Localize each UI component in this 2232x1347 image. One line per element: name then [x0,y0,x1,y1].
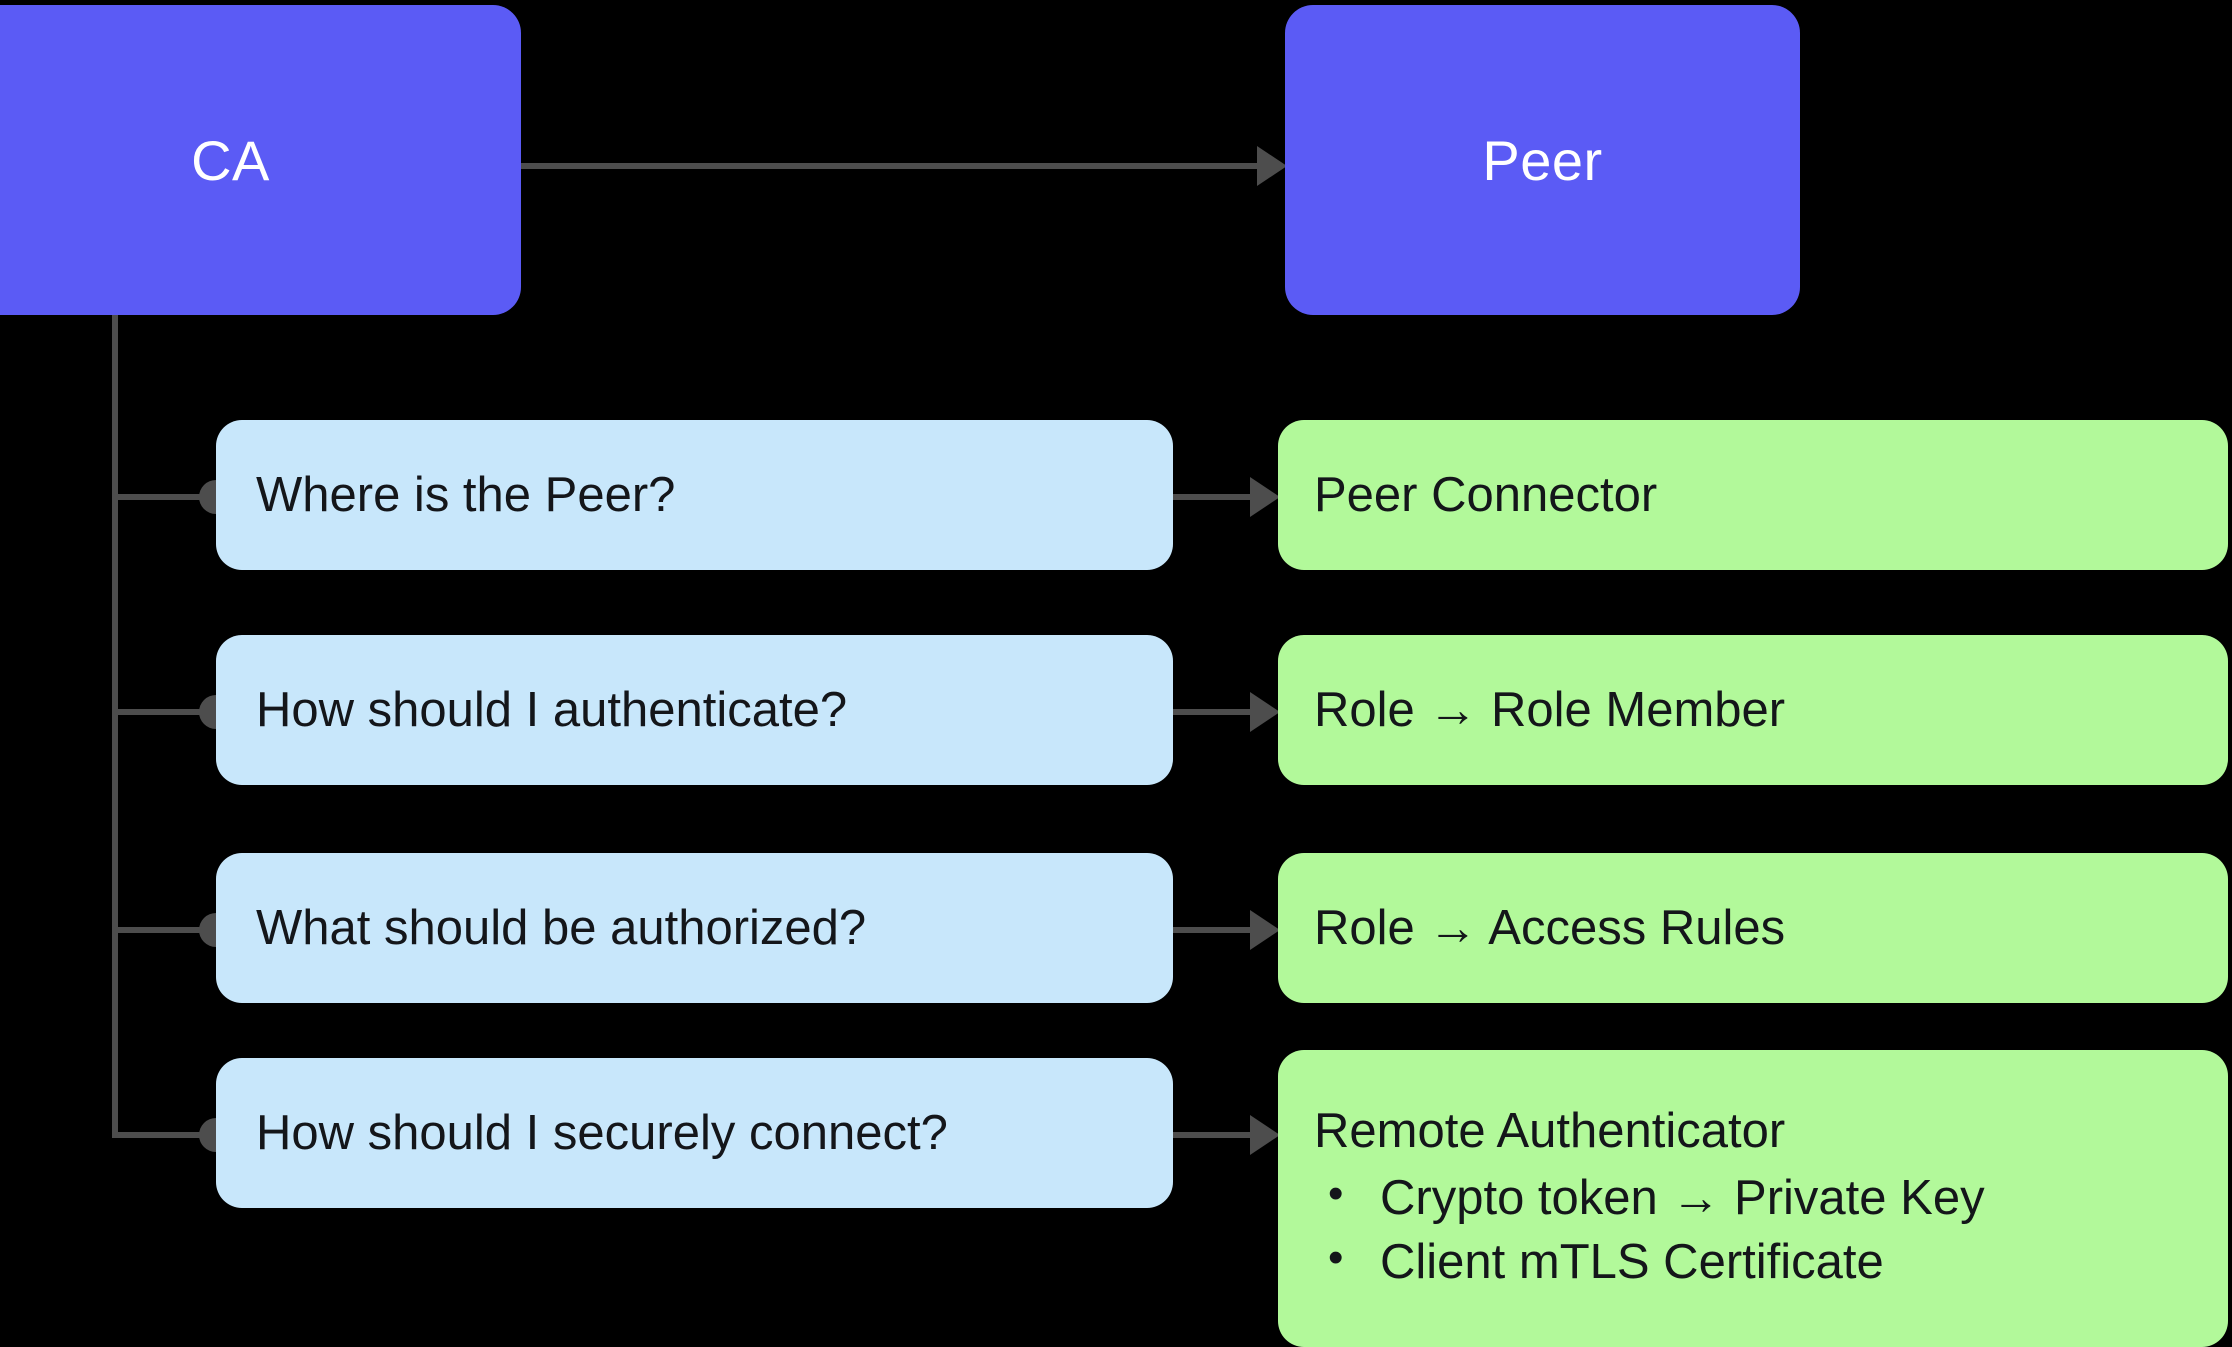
ca-branch-trunk [112,315,118,1135]
answer-stack-2: Role → Role Member [1314,683,2228,738]
branch-line-1 [112,494,217,500]
question-to-answer-arrowhead-3 [1250,910,1280,950]
question-to-answer-line-2 [1173,709,1261,715]
question-box-1[interactable]: Where is the Peer? [216,420,1173,570]
answer-box-3[interactable]: Role → Access Rules [1278,853,2228,1003]
answer-heading-4: Remote Authenticator [1314,1104,1786,1159]
answer-bullet-item: Client mTLS Certificate [1314,1231,2228,1293]
question-to-answer-line-3 [1173,927,1261,933]
question-to-answer-arrowhead-1 [1250,477,1280,517]
node-ca[interactable]: CA [0,5,521,315]
answer-stack-4: Remote Authenticator Crypto token → Priv… [1314,1104,2228,1292]
question-to-answer-line-4 [1173,1132,1261,1138]
branch-line-2 [112,709,217,715]
answer-bullet-item: Crypto token → Private Key [1314,1167,2228,1229]
node-ca-label: CA [191,128,270,192]
question-label-1: Where is the Peer? [256,468,676,522]
question-to-answer-arrowhead-2 [1250,692,1280,732]
answer-heading-1: Peer Connector [1314,467,1658,522]
question-label-4: How should I securely connect? [256,1106,948,1160]
answer-box-4[interactable]: Remote Authenticator Crypto token → Priv… [1278,1050,2228,1347]
answer-heading-3: Role → Access Rules [1314,900,1786,955]
answer-box-1[interactable]: Peer Connector [1278,420,2228,570]
answer-stack-1: Peer Connector [1314,468,2228,523]
ca-to-peer-arrowhead [1257,146,1287,186]
question-label-2: How should I authenticate? [256,683,848,737]
question-box-3[interactable]: What should be authorized? [216,853,1173,1003]
question-label-3: What should be authorized? [256,901,867,955]
question-box-2[interactable]: How should I authenticate? [216,635,1173,785]
answer-bullet-list-4: Crypto token → Private Key Client mTLS C… [1314,1165,2228,1293]
answer-heading-2: Role → Role Member [1314,682,1786,737]
node-peer-label: Peer [1482,128,1603,192]
question-box-4[interactable]: How should I securely connect? [216,1058,1173,1208]
branch-line-4 [112,1132,217,1138]
answer-stack-3: Role → Access Rules [1314,901,2228,956]
ca-to-peer-line [521,163,1261,169]
question-to-answer-arrowhead-4 [1250,1115,1280,1155]
node-peer[interactable]: Peer [1285,5,1800,315]
answer-box-2[interactable]: Role → Role Member [1278,635,2228,785]
branch-line-3 [112,927,217,933]
question-to-answer-line-1 [1173,494,1261,500]
